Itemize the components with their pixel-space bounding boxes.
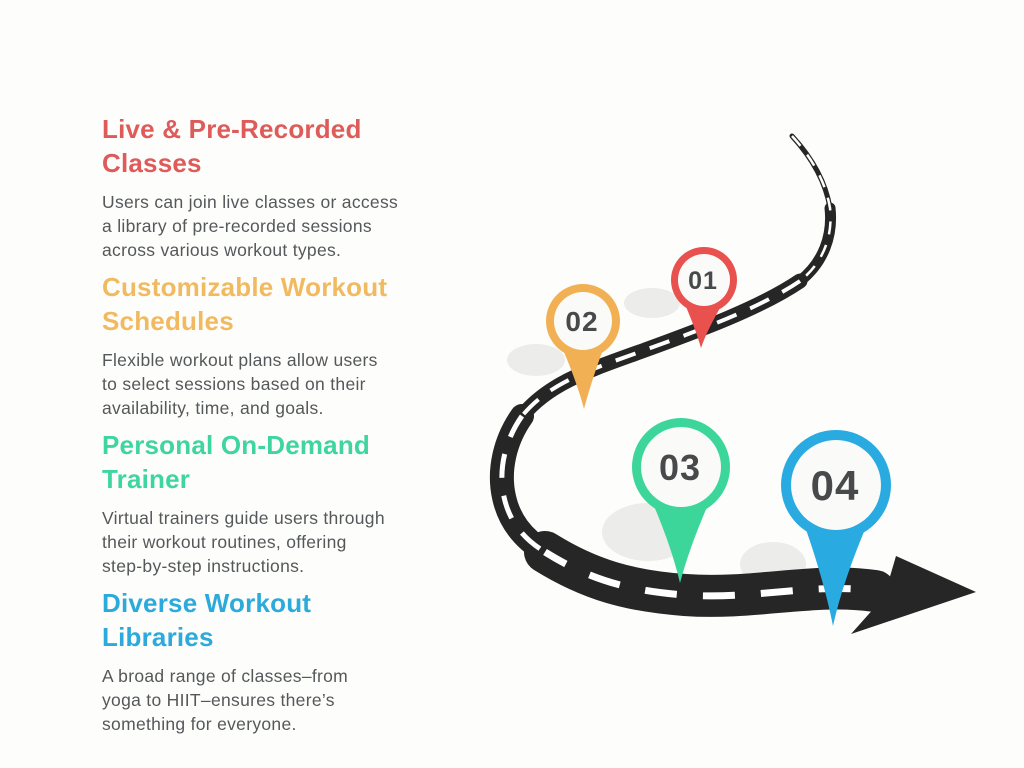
feature-section-4: Diverse Workout Libraries A broad range … [102, 586, 462, 736]
road-center-dashes-top [791, 135, 832, 282]
map-pin-3: 03 [632, 418, 730, 583]
road [489, 133, 976, 634]
map-pin-4: 04 [781, 430, 891, 626]
feature-description-4: A broad range of classes–from yoga to HI… [102, 666, 349, 734]
pin-tail-3 [651, 498, 711, 583]
pin-inner-circle-1 [678, 254, 730, 306]
pin-tail-4 [803, 520, 869, 626]
road-center-dashes-bottom [543, 549, 876, 600]
road-center-dashes-diagonal [520, 279, 802, 418]
feature-title-3: Personal On-Demand Trainer [102, 430, 370, 494]
pin-tail-2 [561, 344, 605, 409]
feature-title-1: Live & Pre-Recorded Classes [102, 114, 362, 178]
pin-shadow-2 [507, 344, 565, 376]
pin-inner-circle-3 [641, 427, 721, 507]
feature-description-3: Virtual trainers guide users through the… [102, 508, 385, 576]
feature-section-2: Customizable Workout Schedules Flexible … [102, 270, 462, 420]
feature-description-1: Users can join live classes or access a … [102, 192, 399, 260]
pin-number-4: 04 [811, 462, 860, 509]
pin-inner-circle-4 [791, 440, 881, 530]
road-segment-left-curve [489, 404, 557, 564]
feature-title-2: Customizable Workout Schedules [102, 272, 388, 336]
pin-number-3: 03 [659, 447, 701, 488]
pin-number-2: 02 [565, 306, 598, 337]
map-pin-1: 01 [671, 247, 737, 348]
feature-list: Live & Pre-Recorded Classes Users can jo… [102, 112, 462, 744]
feature-section-1: Live & Pre-Recorded Classes Users can jo… [102, 112, 462, 262]
road-segment-tip [789, 133, 833, 211]
map-pin-2: 02 [546, 284, 620, 409]
feature-title-4: Diverse Workout Libraries [102, 588, 312, 652]
pin-shadow-1 [624, 288, 680, 318]
road-arrowhead-icon [851, 556, 976, 634]
pin-inner-circle-2 [554, 292, 612, 350]
pin-number-1: 01 [688, 267, 718, 295]
pin-tail-1 [684, 301, 724, 348]
feature-section-3: Personal On-Demand Trainer Virtual train… [102, 428, 462, 578]
road-center-dashes-left-curve [499, 414, 547, 555]
feature-description-2: Flexible workout plans allow users to se… [102, 350, 378, 418]
road-segment-curve-top [794, 202, 837, 287]
